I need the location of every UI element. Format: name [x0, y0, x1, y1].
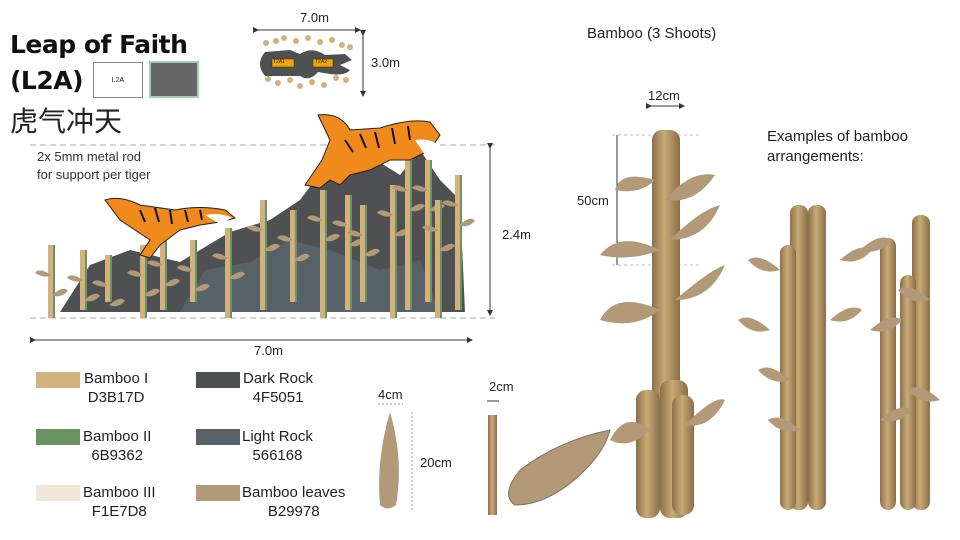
bamboo-3-shoots [600, 103, 725, 518]
title-line1: Leap of Faith [10, 30, 188, 59]
bamboo-leaf [880, 407, 912, 422]
bamboo-stalk [377, 185, 410, 318]
bamboo-stalk [422, 200, 455, 318]
note-line2: for support per tiger [37, 167, 151, 182]
legend-name: Dark Rock [243, 370, 314, 387]
legend-name: Light Rock [242, 428, 313, 445]
bamboo-stalk [147, 235, 180, 310]
bamboo-stalk [332, 195, 365, 310]
elevation-width: 7.0m [254, 343, 283, 358]
examples-caption: Examples of bamboo arrangements: [767, 127, 908, 167]
swatch-bamboo-2 [36, 429, 80, 445]
plan-tag-1: T2A1 [273, 59, 285, 65]
bamboo-stalk [392, 160, 425, 310]
light-rock [180, 240, 440, 312]
bamboo-segment: 50cm [577, 193, 609, 208]
bamboo-shoot [900, 275, 916, 510]
bamboo-stalk [442, 175, 475, 310]
bamboo-stalk [92, 255, 125, 307]
swatch-bamboo-1 [36, 372, 80, 388]
plan-width: 7.0m [300, 10, 329, 25]
legend-code: B29978 [267, 503, 320, 520]
bamboo-stalk [67, 250, 100, 310]
bamboo-stalk [35, 245, 68, 318]
legend-name: Bamboo II [83, 428, 152, 445]
legend-name: Bamboo III [83, 484, 156, 501]
elevation-view [30, 114, 495, 343]
bamboo-leaf [830, 307, 862, 322]
leaf-detail [378, 400, 611, 515]
leaf-width: 4cm [378, 387, 403, 402]
bamboo-leaf [768, 417, 800, 432]
legend-code: 566168 [252, 447, 303, 464]
bamboo-leaf [738, 317, 770, 332]
elevation-height: 2.4m [502, 227, 531, 242]
tiger-right [304, 114, 441, 189]
bamboo-leaf [870, 317, 902, 332]
bamboo-stalk [127, 245, 160, 318]
note-line1: 2x 5mm metal rod [37, 149, 142, 164]
chinese-title: 虎气冲天 [10, 105, 123, 138]
swatch-light-rock [196, 429, 240, 445]
swatch-bamboo-leaves [196, 485, 240, 501]
bamboo-stalk [212, 228, 245, 318]
bamboo-stalk [277, 210, 310, 302]
bamboo-stalk [247, 200, 280, 310]
bamboo-leaf [748, 257, 780, 272]
tiger-left [104, 197, 237, 259]
bamboo-diameter: 12cm [648, 88, 680, 103]
label-box: L2A [93, 62, 143, 98]
bamboo-shoot [808, 205, 826, 510]
bamboo-stalk [307, 190, 340, 318]
plan-tag-2: T2A2 [315, 59, 327, 65]
stem-width: 2cm [489, 379, 514, 394]
legend-name: Bamboo I [84, 370, 149, 387]
leaf-length: 20cm [420, 455, 452, 470]
bamboo-leaf [908, 387, 940, 402]
examples-line2: arrangements: [767, 148, 864, 165]
bamboo-shoot [780, 245, 796, 510]
bamboo-arrangement-examples [738, 205, 940, 510]
bamboo-leaf [860, 237, 892, 252]
bamboo-shoot [912, 215, 930, 510]
swatch-dark-rock [196, 372, 240, 388]
legend-name: Bamboo leaves [242, 484, 346, 501]
bamboo-stalk [177, 240, 210, 302]
examples-line1: Examples of bamboo [767, 128, 908, 145]
title-line2: (L2A) [10, 66, 84, 95]
legend-code: F1E7D8 [91, 503, 147, 520]
color-box [149, 61, 199, 98]
legend-code: D3B17D [87, 389, 145, 406]
bamboo-title: Bamboo (3 Shoots) [587, 25, 717, 42]
plan-depth: 3.0m [371, 55, 400, 70]
bamboo-shoot [880, 238, 896, 510]
swatch-bamboo-3 [36, 485, 80, 501]
bamboo-stalk [347, 205, 380, 302]
legend-code: 6B9362 [91, 447, 144, 464]
bamboo-leaf [898, 287, 930, 302]
bamboo-leaf [758, 367, 790, 382]
legend-code: 4F5051 [252, 389, 304, 406]
plan-view [253, 27, 366, 97]
